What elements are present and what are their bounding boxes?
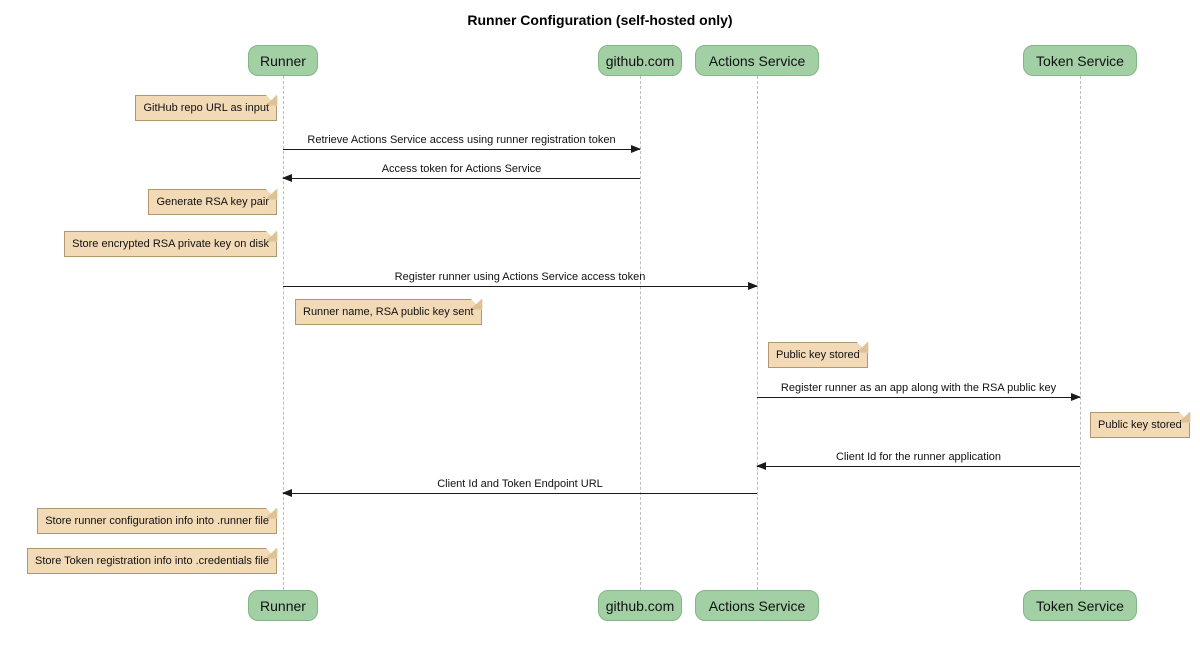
arrowhead-right-icon	[631, 145, 641, 153]
message-label: Access token for Actions Service	[381, 163, 542, 175]
note-runner-name-sent: Runner name, RSA public key sent	[295, 299, 482, 325]
message-client-id-endpoint: Client Id and Token Endpoint URL	[282, 478, 757, 497]
message-line	[283, 282, 758, 290]
message-label: Register runner as an app along with the…	[780, 382, 1057, 394]
lifeline-github	[640, 76, 641, 590]
message-retrieve-access: Retrieve Actions Service access using ru…	[283, 134, 641, 153]
message-label: Register runner using Actions Service ac…	[394, 271, 646, 283]
message-label: Client Id for the runner application	[835, 451, 1002, 463]
message-line	[757, 393, 1081, 401]
message-client-id-app: Client Id for the runner application	[756, 451, 1080, 470]
actor-bottom-runner: Runner	[248, 590, 318, 621]
actor-bottom-github: github.com	[598, 590, 682, 621]
message-access-token: Access token for Actions Service	[282, 163, 640, 182]
message-line	[283, 145, 641, 153]
note-store-credentials-file: Store Token registration info into .cred…	[27, 548, 277, 574]
message-line	[756, 462, 1080, 470]
message-label: Retrieve Actions Service access using ru…	[307, 134, 616, 146]
actor-top-token-service: Token Service	[1023, 45, 1137, 76]
arrowhead-left-icon	[282, 174, 292, 182]
lifeline-runner	[283, 76, 284, 590]
message-line	[282, 174, 640, 182]
actor-top-actions-service: Actions Service	[695, 45, 819, 76]
lifeline-actions-service	[757, 76, 758, 590]
actor-bottom-actions-service: Actions Service	[695, 590, 819, 621]
message-register-runner: Register runner using Actions Service ac…	[283, 271, 758, 290]
note-store-private-key: Store encrypted RSA private key on disk	[64, 231, 277, 257]
note-store-runner-file: Store runner configuration info into .ru…	[37, 508, 277, 534]
message-label: Client Id and Token Endpoint URL	[437, 478, 603, 490]
diagram-title: Runner Configuration (self-hosted only)	[467, 12, 733, 28]
actor-top-github: github.com	[598, 45, 682, 76]
arrowhead-left-icon	[756, 462, 766, 470]
actor-bottom-token-service: Token Service	[1023, 590, 1137, 621]
arrowhead-right-icon	[1071, 393, 1081, 401]
arrowhead-left-icon	[282, 489, 292, 497]
note-public-key-stored-token: Public key stored	[1090, 412, 1190, 438]
note-public-key-stored-actions: Public key stored	[768, 342, 868, 368]
lifeline-token-service	[1080, 76, 1081, 590]
arrowhead-right-icon	[748, 282, 758, 290]
message-line	[282, 489, 757, 497]
message-register-app: Register runner as an app along with the…	[757, 382, 1081, 401]
actor-top-runner: Runner	[248, 45, 318, 76]
note-github-repo-url: GitHub repo URL as input	[135, 95, 277, 121]
note-generate-rsa: Generate RSA key pair	[148, 189, 277, 215]
